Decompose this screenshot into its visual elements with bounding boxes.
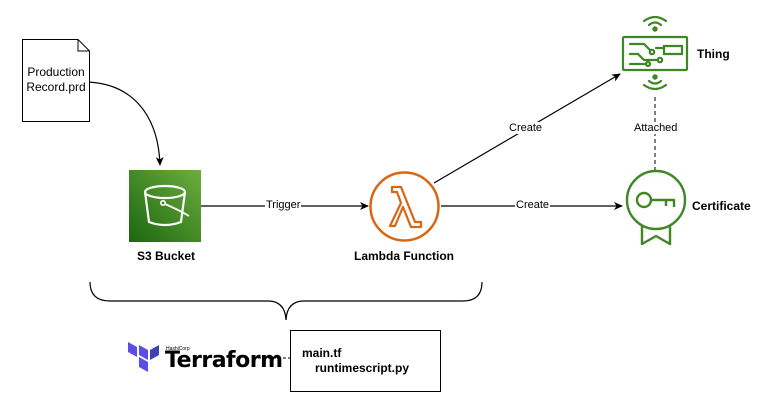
lambda-label: Lambda Function xyxy=(354,249,454,263)
grouping-brace xyxy=(89,281,483,321)
terraform-logo: HashiCorp Terraform xyxy=(128,342,283,376)
production-record-node[interactable]: Production Record.prd xyxy=(22,39,90,122)
terraform-wordmark: Terraform xyxy=(165,348,283,373)
file-main-tf: main.tf xyxy=(302,346,342,360)
file-runtimescript-py: runtimescript.py xyxy=(315,361,410,375)
document-icon xyxy=(22,39,90,122)
edge-label-attached: Attached xyxy=(633,122,679,134)
edge-label-trigger: Trigger xyxy=(265,199,302,211)
thing-node[interactable] xyxy=(620,15,690,94)
lambda-icon xyxy=(369,171,440,242)
terraform-files-box[interactable]: main.tf runtimescript.py xyxy=(290,330,441,392)
s3-bucket-node[interactable] xyxy=(129,170,201,242)
thing-label: Thing xyxy=(697,47,730,61)
production-record-label-line2: Record.prd xyxy=(26,80,86,94)
iot-certificate-icon xyxy=(625,169,687,246)
edge-label-create-thing: Create xyxy=(508,122,544,134)
certificate-node[interactable] xyxy=(624,168,688,246)
lambda-node[interactable] xyxy=(368,170,441,243)
s3-bucket-icon xyxy=(129,170,201,242)
terraform-logo-icon xyxy=(128,342,159,372)
iot-thing-icon xyxy=(621,15,689,91)
certificate-label: Certificate xyxy=(692,199,751,213)
s3-bucket-label: S3 Bucket xyxy=(137,249,196,263)
terraform-brand-small: HashiCorp xyxy=(166,346,190,352)
production-record-label-line1: Production xyxy=(27,65,85,79)
edge-document-to-s3 xyxy=(87,81,164,166)
edge-label-create-certificate: Create xyxy=(515,199,551,211)
